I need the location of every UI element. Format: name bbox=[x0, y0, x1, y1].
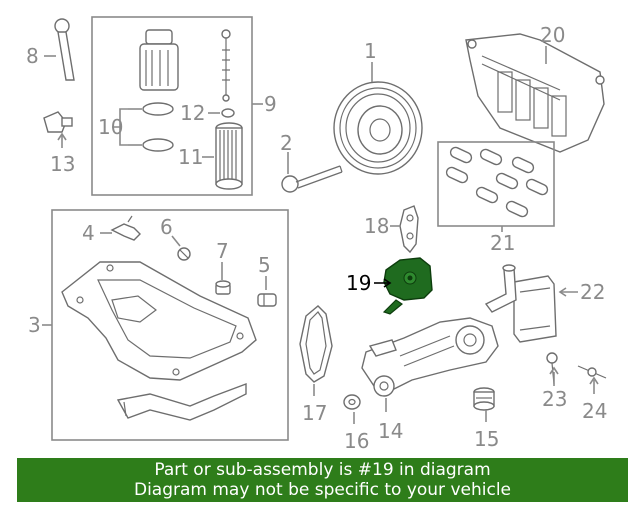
callout-15[interactable]: 15 bbox=[474, 427, 499, 451]
oil-level-sensor[interactable] bbox=[257, 293, 277, 307]
callout-21[interactable]: 21 bbox=[490, 231, 515, 255]
banner-line-2: Diagram may not be specific to your vehi… bbox=[133, 480, 511, 500]
o-ring-upper[interactable] bbox=[142, 102, 174, 116]
callout-10[interactable]: 10 bbox=[98, 115, 123, 139]
filter-rod[interactable] bbox=[221, 29, 231, 102]
cooler-stud[interactable] bbox=[577, 365, 607, 379]
callout-8[interactable]: 8 bbox=[26, 44, 39, 68]
callout-24[interactable]: 24 bbox=[582, 399, 607, 423]
callout-7[interactable]: 7 bbox=[216, 239, 229, 263]
callout-5[interactable]: 5 bbox=[258, 253, 271, 277]
highlighted-part-19[interactable] bbox=[382, 257, 433, 315]
callout-23[interactable]: 23 bbox=[542, 387, 567, 411]
callout-16[interactable]: 16 bbox=[344, 429, 369, 453]
callout-20[interactable]: 20 bbox=[540, 23, 565, 47]
oil-cooler[interactable] bbox=[484, 264, 557, 343]
oil-pump[interactable] bbox=[361, 317, 499, 397]
drive-belt[interactable] bbox=[299, 305, 333, 383]
drain-plug[interactable] bbox=[215, 280, 231, 295]
callout-3[interactable]: 3 bbox=[28, 313, 41, 337]
callout-1[interactable]: 1 bbox=[364, 39, 377, 63]
gasket-set-box bbox=[437, 141, 555, 227]
pump-screen[interactable] bbox=[473, 387, 495, 411]
pulley-bolt[interactable] bbox=[281, 165, 343, 193]
pipe-clip[interactable] bbox=[110, 215, 141, 241]
callout-22[interactable]: 22 bbox=[580, 280, 605, 304]
callout-11[interactable]: 11 bbox=[178, 145, 203, 169]
callout-6[interactable]: 6 bbox=[160, 215, 173, 239]
oil-pan[interactable] bbox=[61, 261, 257, 381]
oil-baffle[interactable] bbox=[116, 382, 247, 421]
callout-2[interactable]: 2 bbox=[280, 131, 293, 155]
o-ring-lower[interactable] bbox=[142, 138, 174, 152]
callout-4[interactable]: 4 bbox=[82, 221, 95, 245]
filter-group-box bbox=[91, 16, 253, 196]
intake-manifold[interactable] bbox=[465, 33, 605, 153]
oil-filter-element[interactable] bbox=[215, 122, 243, 190]
oil-sensor[interactable] bbox=[43, 111, 73, 133]
callout-12[interactable]: 12 bbox=[180, 101, 205, 125]
dipstick-tube[interactable] bbox=[54, 18, 75, 81]
intake-gaskets[interactable] bbox=[445, 146, 549, 218]
parts-diagram: 9 10 12 11 bbox=[26, 16, 607, 453]
bracket[interactable] bbox=[399, 205, 419, 254]
oil-filter-housing-cap[interactable] bbox=[139, 29, 179, 91]
callout-19[interactable]: 19 bbox=[346, 271, 371, 295]
notice-banner: Part or sub-assembly is #19 in diagram D… bbox=[17, 458, 628, 502]
callout-17[interactable]: 17 bbox=[302, 401, 327, 425]
cooler-bolt[interactable] bbox=[546, 352, 558, 385]
banner-line-1: Part or sub-assembly is #19 in diagram bbox=[154, 460, 491, 480]
callout-14[interactable]: 14 bbox=[378, 419, 403, 443]
crankshaft-pulley[interactable] bbox=[333, 81, 423, 175]
callout-18[interactable]: 18 bbox=[364, 214, 389, 238]
pan-bolt[interactable] bbox=[177, 247, 191, 261]
callout-13[interactable]: 13 bbox=[50, 152, 75, 176]
washer[interactable] bbox=[343, 394, 361, 410]
callout-9[interactable]: 9 bbox=[264, 92, 277, 116]
seal-ring[interactable] bbox=[221, 108, 235, 118]
